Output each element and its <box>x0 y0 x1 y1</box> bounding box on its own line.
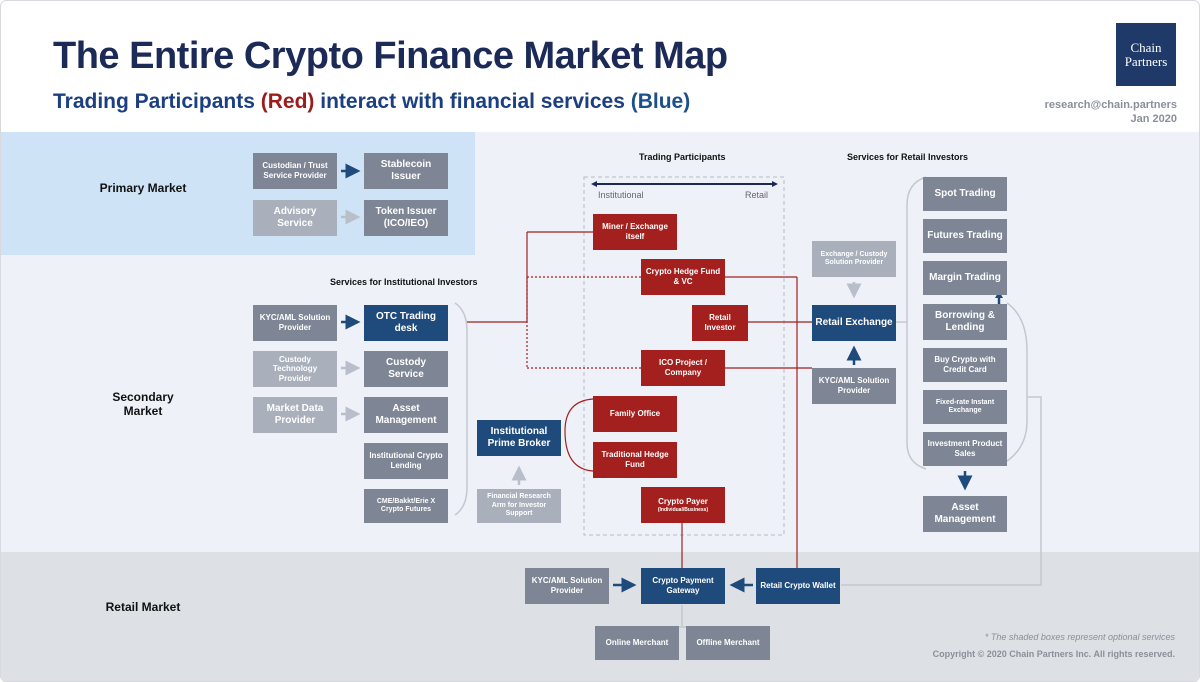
fixed-rate-exchange-box: Fixed-rate Instant Exchange <box>923 390 1007 424</box>
ico-project-box: ICO Project / Company <box>641 350 725 386</box>
inst-asset-mgmt-box: Asset Management <box>364 397 448 433</box>
contact-email: research@chain.partners <box>1044 99 1177 111</box>
primary-market-label: Primary Market <box>99 181 187 195</box>
crypto-payer-label: Crypto Payer <box>658 497 708 507</box>
crypto-payer-box: Crypto Payer (Individual/Business) <box>641 487 725 523</box>
stablecoin-issuer-box: Stablecoin Issuer <box>364 153 448 189</box>
traditional-hedge-fund-box: Traditional Hedge Fund <box>593 442 677 478</box>
subtitle-blue: (Blue) <box>630 90 691 113</box>
futures-trading-box: Futures Trading <box>923 219 1007 253</box>
exchange-custody-provider-box: Exchange / Custody Solution Provider <box>812 241 896 277</box>
chain-partners-logo: Chain Partners <box>1116 23 1176 86</box>
page-subtitle: Trading Participants (Red) interact with… <box>53 90 690 114</box>
crypto-futures-box: CME/Bakkt/Erie X Crypto Futures <box>364 489 448 523</box>
contact-info: research@chain.partners Jan 2020 <box>1045 98 1177 126</box>
participants-container <box>583 176 785 536</box>
online-merchant-box: Online Merchant <box>595 626 679 660</box>
subtitle-prefix: Trading Participants <box>53 90 255 113</box>
market-data-box: Market Data Provider <box>253 397 337 433</box>
research-arm-box: Financial Research Arm for Investor Supp… <box>477 489 561 523</box>
retail-asset-mgmt-box: Asset Management <box>923 496 1007 532</box>
spot-trading-box: Spot Trading <box>923 177 1007 211</box>
exchange-kyc-box: KYC/AML Solution Provider <box>812 368 896 404</box>
optional-services-note: * The shaded boxes represent optional se… <box>984 632 1175 642</box>
crypto-lending-box: Institutional Crypto Lending <box>364 443 448 479</box>
offline-merchant-box: Offline Merchant <box>686 626 770 660</box>
crypto-payer-sublabel: (Individual/Business) <box>657 506 709 513</box>
retail-exchange-box: Retail Exchange <box>812 305 896 341</box>
logo-line-2: Partners <box>1124 53 1168 69</box>
subtitle-middle: interact with financial services <box>320 90 625 113</box>
crypto-hedge-fund-box: Crypto Hedge Fund & VC <box>641 259 725 295</box>
token-issuer-box: Token Issuer (ICO/IEO) <box>364 200 448 236</box>
miner-exchange-box: Miner / Exchange itself <box>593 214 677 250</box>
investment-product-box: Investment Product Sales <box>923 432 1007 466</box>
advisory-service-box: Advisory Service <box>253 200 337 236</box>
retail-market-label: Retail Market <box>105 600 181 614</box>
crypto-wallet-box: Retail Crypto Wallet <box>756 568 840 604</box>
publish-date: Jan 2020 <box>1130 113 1177 125</box>
trading-participants-header: Trading Participants <box>639 152 726 162</box>
retail-axis-label: Retail <box>745 190 769 200</box>
margin-trading-box: Margin Trading <box>923 261 1007 295</box>
copyright-text: Copyright © 2020 Chain Partners Inc. All… <box>932 649 1175 659</box>
custodian-box: Custodian / Trust Service Provider <box>253 153 337 189</box>
page-title: The Entire Crypto Finance Market Map <box>53 35 728 77</box>
institutional-services-header: Services for Institutional Investors <box>330 277 478 287</box>
subtitle-red: (Red) <box>260 90 315 113</box>
institutional-axis-label: Institutional <box>598 190 644 200</box>
retail-investor-box: Retail Investor <box>692 305 748 341</box>
retail-services-header: Services for Retail Investors <box>847 152 969 162</box>
buy-crypto-card-box: Buy Crypto with Credit Card <box>923 348 1007 382</box>
logo-line-1: Chain <box>1130 39 1162 55</box>
borrowing-lending-box: Borrowing & Lending <box>923 304 1007 340</box>
otc-desk-box: OTC Trading desk <box>364 305 448 341</box>
retail-kyc-box: KYC/AML Solution Provider <box>525 568 609 604</box>
secondary-market-label: Secondary Market <box>112 390 174 418</box>
custody-service-box: Custody Service <box>364 351 448 387</box>
family-office-box: Family Office <box>593 396 677 432</box>
custody-tech-box: Custody Technology Provider <box>253 351 337 387</box>
prime-broker-box: Institutional Prime Broker <box>477 420 561 456</box>
payment-gateway-box: Crypto Payment Gateway <box>641 568 725 604</box>
inst-kyc-box: KYC/AML Solution Provider <box>253 305 337 341</box>
